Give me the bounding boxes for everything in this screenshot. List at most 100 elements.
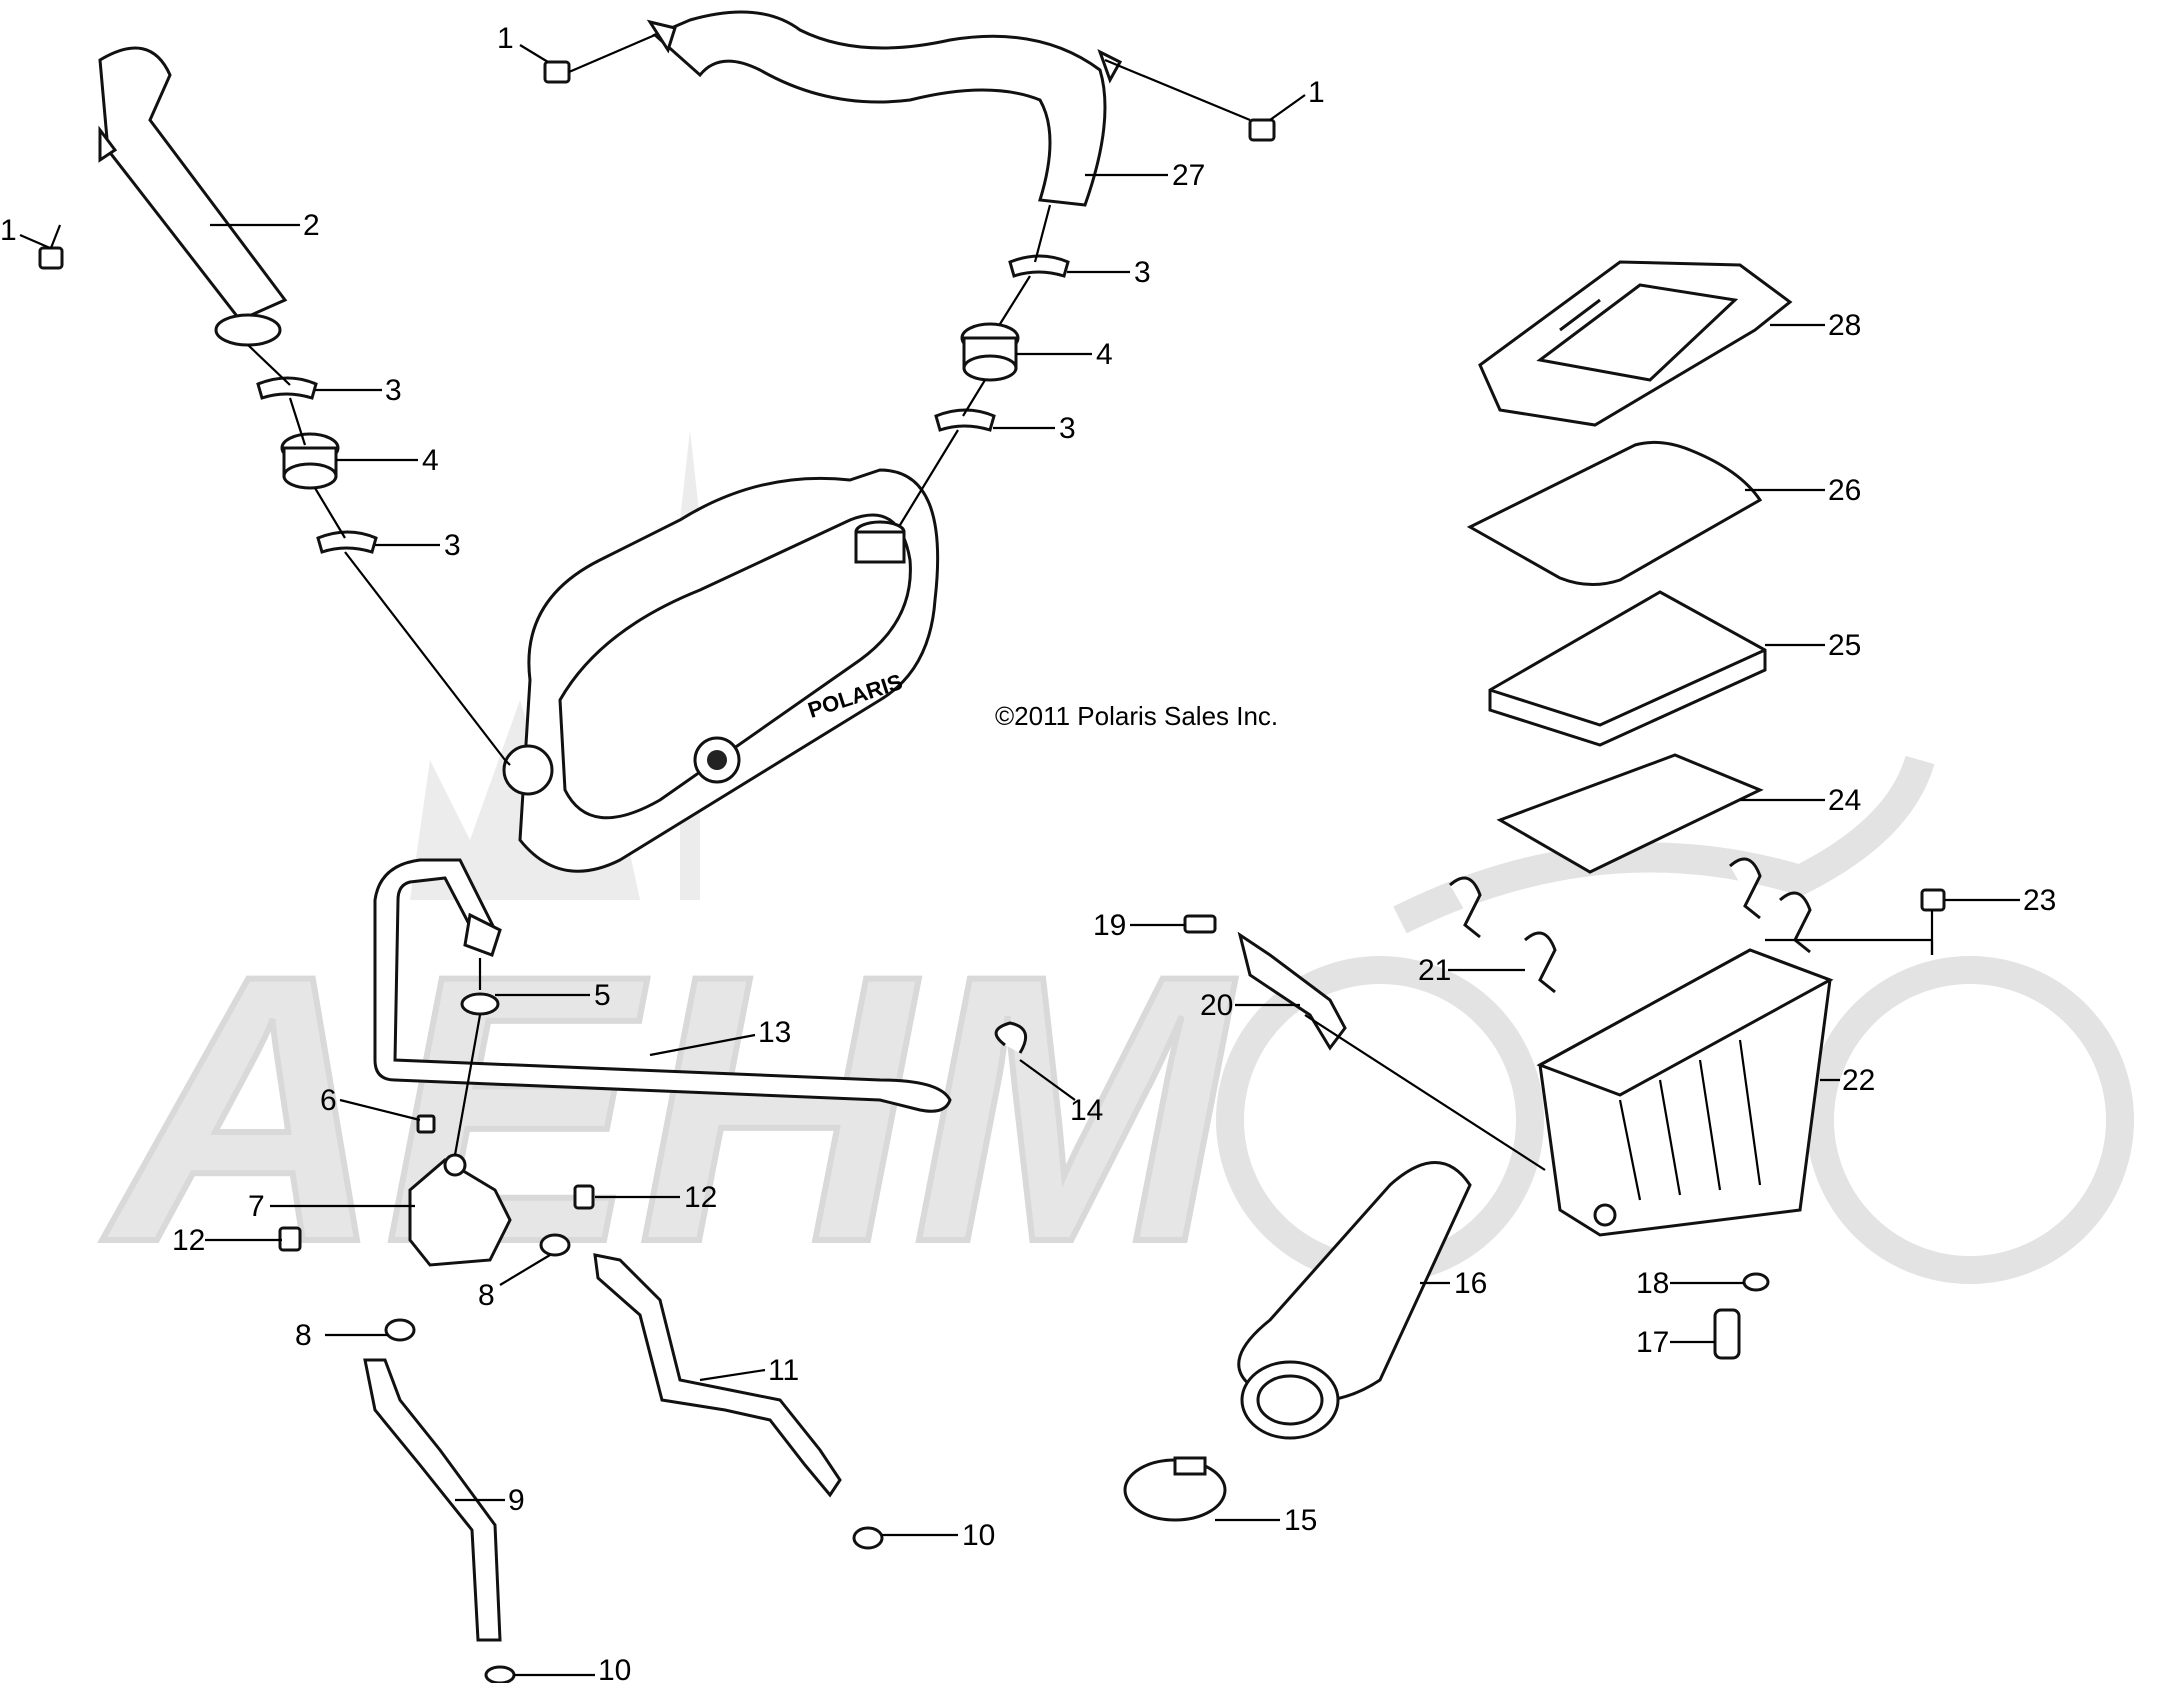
callout-26: 26 — [1745, 474, 1861, 507]
callout-1-left: 1 — [0, 214, 51, 250]
clamp-right-top — [1008, 254, 1070, 278]
svg-text:4: 4 — [1096, 338, 1113, 371]
airbox-body — [1536, 948, 1834, 1237]
clamp-small — [1742, 1272, 1770, 1292]
callout-25: 25 — [1765, 629, 1861, 662]
svg-text:15: 15 — [1284, 1504, 1317, 1537]
svg-text:28: 28 — [1828, 309, 1861, 342]
svg-text:3: 3 — [444, 529, 461, 562]
spring-clip — [994, 1021, 1028, 1054]
clip — [1778, 891, 1812, 954]
bolt — [1104, 58, 1276, 142]
svg-text:19: 19 — [1093, 909, 1126, 942]
svg-text:1: 1 — [0, 214, 17, 247]
svg-text:20: 20 — [1200, 989, 1233, 1022]
hose-clip — [384, 1318, 416, 1342]
callout-9: 9 — [455, 1484, 525, 1517]
callout-6: 6 — [320, 1084, 421, 1122]
callout-12-right: 12 — [595, 1181, 717, 1214]
svg-text:8: 8 — [295, 1319, 312, 1352]
callout-8-left: 8 — [295, 1319, 388, 1352]
callout-3-left-bottom: 3 — [375, 529, 461, 562]
clamp-left-top — [256, 376, 318, 400]
svg-text:14: 14 — [1070, 1094, 1103, 1127]
callout-4-left: 4 — [336, 444, 439, 477]
vent-hose-right — [593, 1253, 842, 1498]
callout-12-left: 12 — [172, 1224, 282, 1257]
callout-20: 20 — [1200, 989, 1300, 1022]
hose-end-clip — [484, 1665, 516, 1683]
outlet-duct-right — [646, 10, 1123, 207]
callout-17: 17 — [1636, 1326, 1715, 1359]
callout-11: 11 — [699, 1354, 799, 1387]
svg-text:1: 1 — [1308, 76, 1325, 109]
svg-text:3: 3 — [1059, 412, 1076, 445]
clutch-cover: POLARIS — [502, 468, 940, 873]
vent-hose-left — [363, 1358, 502, 1642]
filter-screen — [1496, 753, 1764, 874]
bolt — [543, 33, 656, 84]
hose-clamp-large — [1123, 1456, 1227, 1522]
assembly-lines — [247, 204, 1934, 1171]
copyright-text: ©2011 Polaris Sales Inc. — [995, 701, 1278, 731]
boot-right — [960, 322, 1020, 382]
svg-text:18: 18 — [1636, 1267, 1669, 1300]
nut — [416, 1114, 436, 1134]
bracket — [1237, 931, 1347, 1051]
svg-text:11: 11 — [768, 1354, 799, 1387]
intake-boot — [1237, 1161, 1472, 1440]
callout-8-right: 8 — [478, 1254, 551, 1312]
svg-text:17: 17 — [1636, 1326, 1669, 1359]
svg-text:25: 25 — [1828, 629, 1861, 662]
callout-19: 19 — [1093, 909, 1185, 942]
svg-text:8: 8 — [478, 1279, 495, 1312]
svg-text:9: 9 — [508, 1484, 525, 1517]
svg-text:26: 26 — [1828, 474, 1861, 507]
svg-text:27: 27 — [1172, 159, 1205, 192]
callout-4-right: 4 — [1016, 338, 1113, 371]
callout-22: 22 — [1820, 1064, 1875, 1097]
bolt — [573, 1184, 595, 1210]
callout-15: 15 — [1215, 1504, 1317, 1537]
callout-3-left-top: 3 — [315, 374, 402, 407]
callout-3-right-bottom: 3 — [993, 412, 1076, 445]
svg-text:10: 10 — [598, 1654, 631, 1683]
callout-10-left: 10 — [514, 1654, 631, 1683]
callout-10-right: 10 — [882, 1519, 995, 1552]
svg-text:10: 10 — [962, 1519, 995, 1552]
svg-text:12: 12 — [684, 1181, 717, 1214]
bolt — [278, 1226, 302, 1252]
callout-5: 5 — [495, 979, 611, 1012]
svg-text:12: 12 — [172, 1224, 205, 1257]
watermark-text: AEHM — [98, 896, 1239, 1321]
clip — [1728, 857, 1762, 920]
svg-text:7: 7 — [248, 1190, 265, 1223]
bolt — [1183, 914, 1217, 934]
callout-3-right-top: 3 — [1067, 256, 1151, 289]
callout-1-top: 1 — [497, 22, 549, 63]
svg-text:16: 16 — [1454, 1267, 1487, 1300]
callout-24: 24 — [1740, 784, 1861, 817]
svg-text:4: 4 — [422, 444, 439, 477]
svg-text:23: 23 — [2023, 884, 2056, 917]
clip — [1523, 931, 1557, 994]
drain-tube — [1713, 1308, 1741, 1360]
svg-text:2: 2 — [303, 209, 320, 242]
callout-21: 21 — [1418, 954, 1525, 987]
svg-text:3: 3 — [385, 374, 402, 407]
air-filter — [1488, 590, 1767, 747]
callout-1-right: 1 — [1269, 76, 1325, 121]
airbox-cover — [1478, 260, 1793, 427]
bolt — [38, 224, 64, 270]
svg-text:5: 5 — [594, 979, 611, 1012]
svg-text:3: 3 — [1134, 256, 1151, 289]
clip — [1448, 876, 1482, 939]
svg-text:13: 13 — [758, 1016, 791, 1049]
clamp-left-bottom — [316, 530, 378, 554]
svg-text:24: 24 — [1828, 784, 1861, 817]
hose-end-clip — [852, 1526, 884, 1550]
callout-2: 2 — [210, 209, 320, 242]
hose-clamp-small — [460, 992, 500, 1016]
callout-28: 28 — [1770, 309, 1861, 342]
